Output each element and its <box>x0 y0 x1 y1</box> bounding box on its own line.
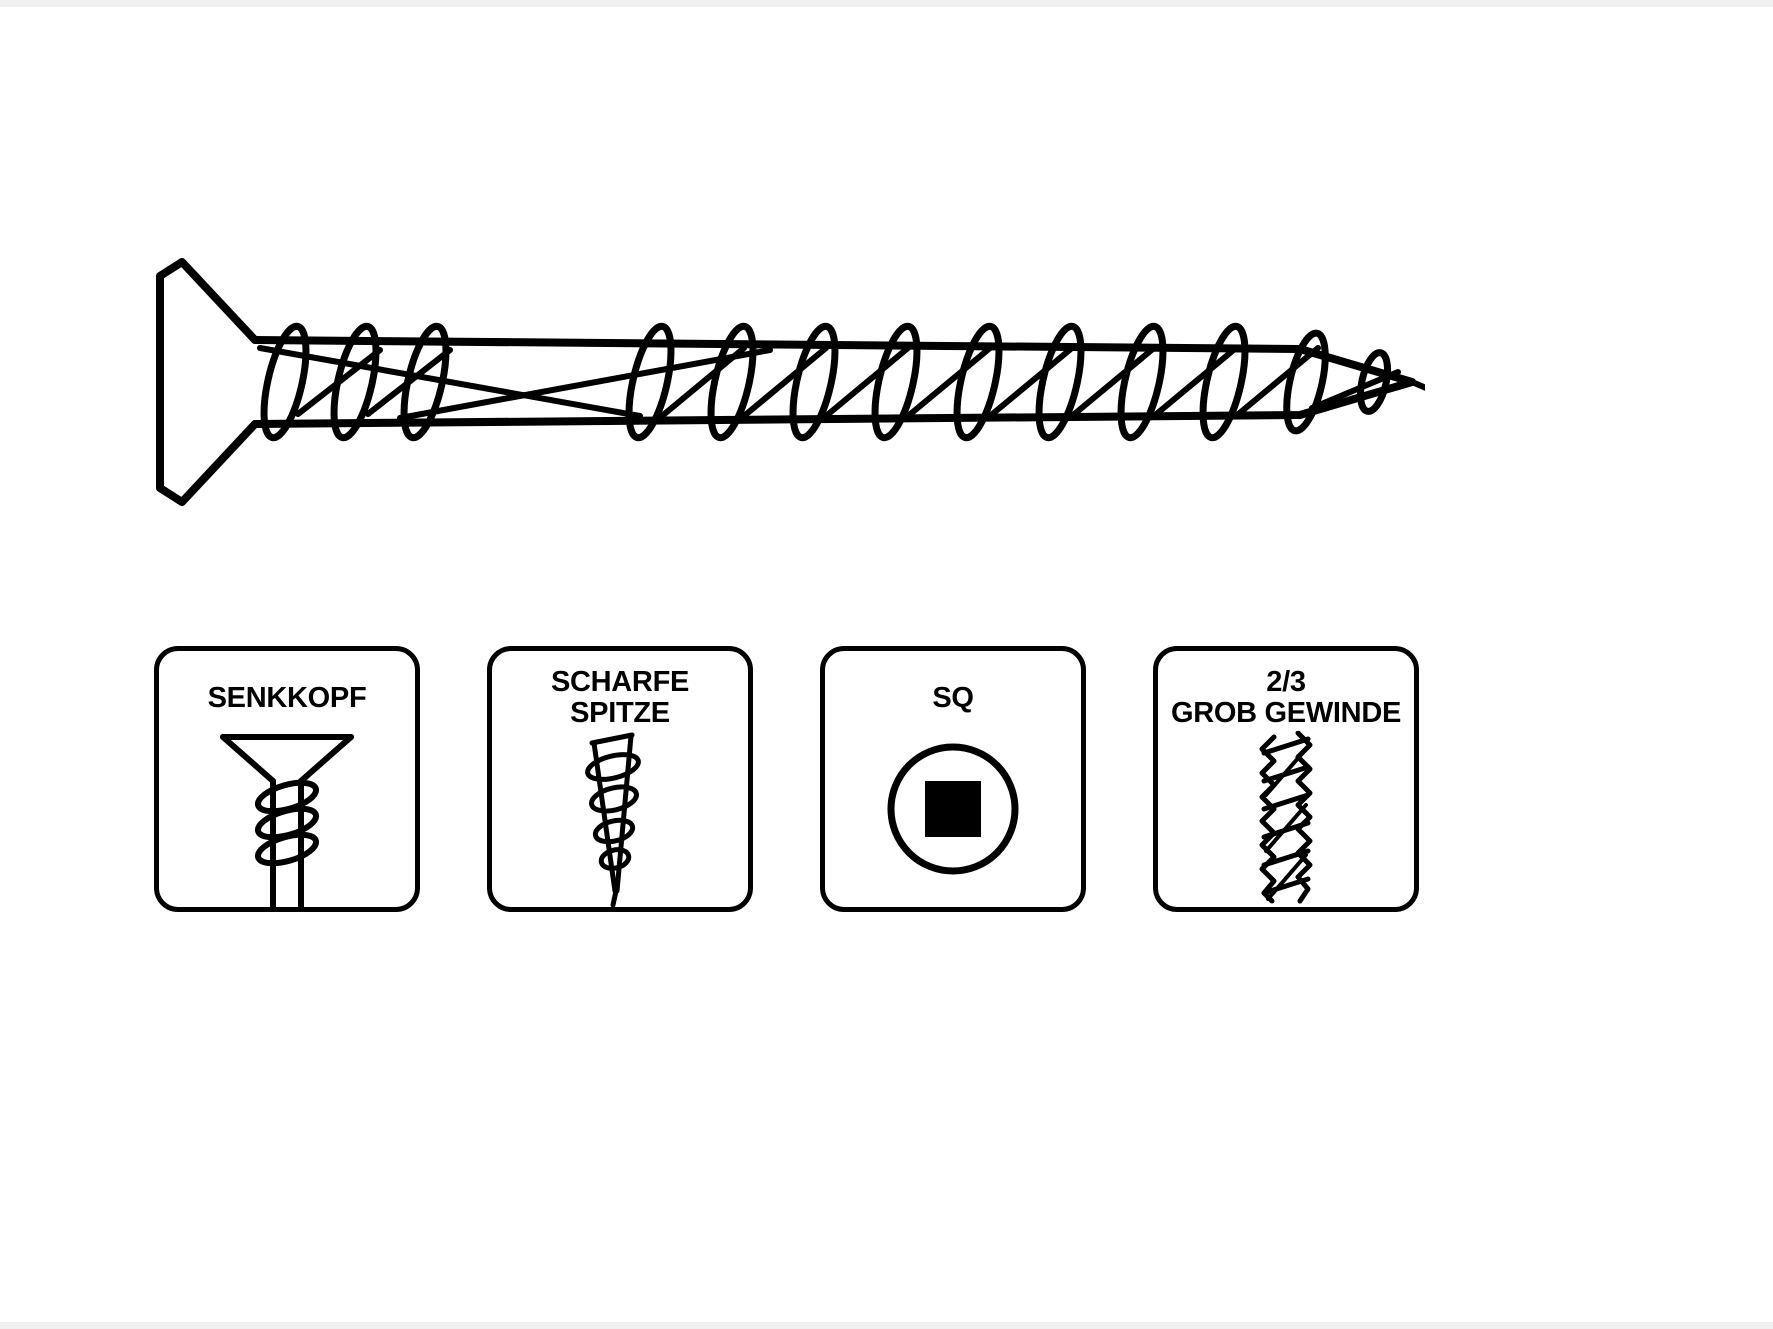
screw-threads <box>260 322 1392 442</box>
feature-label-line: GROB GEWINDE <box>1170 697 1401 729</box>
feature-label-scharfe-spitze: SCHARFE SPITZE <box>492 667 748 729</box>
feature-label-senkkopf: SENKKOPF <box>159 667 415 729</box>
coarse-thread-icon <box>1158 731 1414 907</box>
screw-illustration <box>150 252 1425 512</box>
feature-box-grob-gewinde: 2/3 GROB GEWINDE <box>1153 646 1419 912</box>
feature-box-scharfe-spitze: SCHARFE SPITZE <box>487 646 753 912</box>
feature-label-line: SPITZE <box>570 697 670 729</box>
bottom-edge-strip <box>0 1322 1773 1329</box>
sharp-point-icon <box>492 731 748 907</box>
feature-box-senkkopf: SENKKOPF <box>154 646 420 912</box>
feature-label-line: SCHARFE <box>550 666 690 698</box>
screw-head <box>156 258 259 506</box>
top-edge-strip <box>0 0 1773 7</box>
countersunk-head-icon <box>159 731 415 907</box>
square-drive-icon <box>825 731 1081 907</box>
screw-helix-lines <box>257 345 1401 421</box>
feature-box-sq: SQ <box>820 646 1086 912</box>
feature-label-line: SENKKOPF <box>207 681 367 714</box>
feature-label-line: SQ <box>932 681 974 714</box>
feature-label-sq: SQ <box>825 667 1081 729</box>
screw-drawing <box>156 258 1425 506</box>
feature-label-line: 2/3 <box>1266 666 1306 698</box>
feature-label-grob-gewinde: 2/3 GROB GEWINDE <box>1158 667 1414 729</box>
